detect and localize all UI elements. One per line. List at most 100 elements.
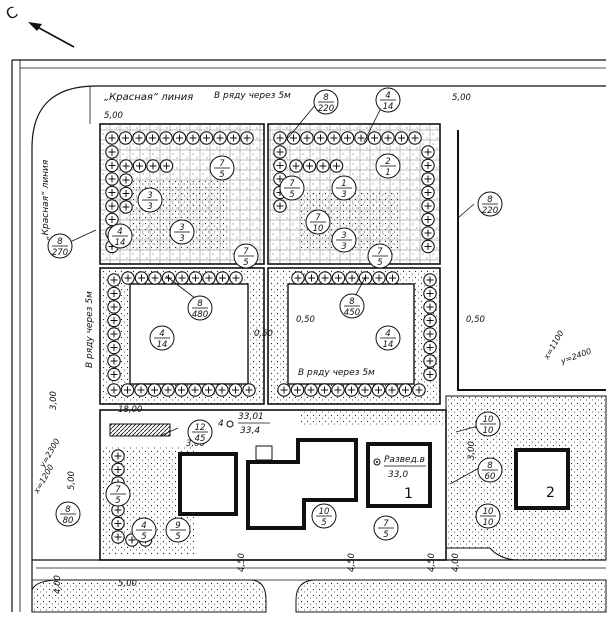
tree-icon	[289, 159, 303, 173]
tree-icon	[316, 159, 330, 173]
svg-text:7: 7	[289, 179, 295, 189]
svg-text:7: 7	[315, 213, 321, 223]
tree-icon	[175, 271, 189, 285]
svg-text:10: 10	[313, 224, 324, 234]
tree-icon	[119, 200, 133, 214]
square-plot-sw	[99, 267, 265, 405]
planting-fraction: 710	[305, 209, 331, 235]
dimension-label: 3,00	[49, 391, 59, 410]
svg-text:10: 10	[319, 507, 330, 517]
svg-text:5: 5	[289, 190, 294, 200]
dimension-label: 0,50	[466, 315, 485, 325]
dimension-label: 3,00	[467, 441, 477, 460]
tree-icon	[381, 131, 395, 145]
dimension-label: 4,00	[53, 575, 63, 594]
red-line-side-label: „Красная“ линия	[41, 159, 51, 240]
tree-icon	[304, 383, 318, 397]
dimension-label: 0,50	[254, 329, 273, 339]
planting-fraction: 21	[375, 153, 401, 179]
svg-text:3: 3	[341, 242, 346, 252]
tree-icon	[188, 271, 203, 285]
tree-icon	[145, 131, 160, 145]
svg-text:8: 8	[197, 299, 203, 309]
dimension-label: 3,00	[186, 439, 205, 449]
tree-icon	[344, 383, 359, 397]
tree-icon	[423, 367, 437, 382]
svg-text:3: 3	[341, 231, 346, 241]
tree-icon	[273, 158, 287, 173]
planting-fraction: 414	[375, 87, 401, 113]
building-2-number: 2	[546, 485, 555, 501]
tree-icon	[354, 131, 368, 145]
steps	[255, 445, 273, 461]
tree-icon	[119, 159, 133, 173]
svg-text:14: 14	[383, 340, 394, 350]
tree-icon	[159, 131, 173, 145]
planting-fraction: 33	[331, 227, 357, 253]
svg-text:8: 8	[57, 237, 63, 247]
tree-icon	[300, 131, 314, 145]
svg-text:5: 5	[243, 258, 248, 268]
tree-icon	[371, 383, 386, 397]
tree-icon	[421, 199, 435, 213]
tree-icon	[423, 273, 437, 287]
svg-text:10: 10	[483, 518, 494, 528]
planting-fraction: 75	[233, 243, 259, 269]
tree-icon	[240, 131, 254, 145]
tree-icon	[111, 530, 125, 544]
tree-icon	[317, 383, 332, 397]
tree-icon	[408, 131, 422, 145]
elevation-numerator: 33,01	[238, 412, 264, 422]
svg-text:3: 3	[147, 191, 152, 201]
north-arrow: С	[3, 3, 75, 48]
svg-text:8: 8	[487, 195, 493, 205]
tree-icon	[107, 354, 121, 368]
tree-icon	[277, 383, 291, 397]
svg-text:8: 8	[349, 297, 355, 307]
tree-icon	[147, 383, 162, 397]
tree-icon	[331, 271, 346, 285]
dimension-label: 5,00	[67, 471, 77, 490]
tree-icon	[105, 185, 119, 200]
building-main	[246, 438, 358, 530]
tree-icon	[291, 271, 305, 285]
planting-fraction: 105	[311, 503, 337, 529]
tree-icon	[358, 383, 372, 397]
svg-text:5: 5	[377, 258, 382, 268]
tree-icon	[174, 383, 189, 397]
svg-text:12: 12	[195, 423, 206, 433]
tree-icon	[202, 271, 216, 285]
svg-text:8: 8	[487, 461, 493, 471]
svg-text:3: 3	[341, 190, 346, 200]
tree-icon	[421, 172, 435, 186]
planting-fraction: 414	[375, 325, 401, 351]
planting-fraction: 75	[209, 155, 235, 181]
tree-icon	[421, 212, 435, 227]
tree-icon	[226, 131, 241, 145]
dimension-label: 5,00	[118, 579, 137, 589]
svg-text:4: 4	[385, 329, 390, 339]
elevation-prefix: 4	[218, 419, 224, 429]
tree-icon	[273, 199, 287, 213]
tree-icon	[107, 313, 121, 328]
tree-icon	[132, 131, 146, 145]
planting-fraction: 880	[55, 501, 81, 527]
tree-icon	[331, 383, 345, 397]
tree-icon	[313, 131, 328, 145]
tree-icon	[172, 131, 187, 145]
intersection-level: 33,0	[388, 470, 408, 480]
tree-icon	[421, 185, 435, 200]
svg-text:45: 45	[195, 434, 206, 444]
tree-icon	[107, 273, 121, 287]
svg-text:10: 10	[483, 426, 494, 436]
svg-text:1: 1	[385, 168, 390, 178]
tree-icon	[423, 354, 437, 368]
red-line-top-label: „Красная“ линия	[104, 92, 193, 103]
planting-fraction: 13	[331, 175, 357, 201]
tree-icon	[105, 131, 119, 145]
tree-icon	[105, 172, 119, 186]
svg-text:220: 220	[482, 206, 498, 216]
